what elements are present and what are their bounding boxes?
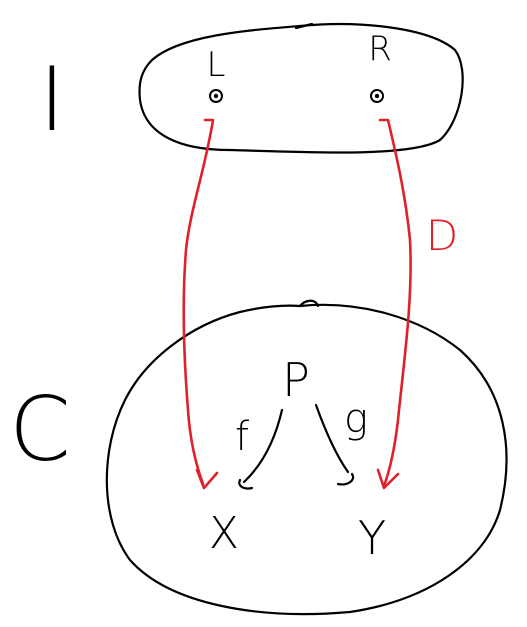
morphism-g-arrow (314, 403, 355, 486)
morphism-label-f: f (235, 414, 249, 460)
category-label-i: I (39, 48, 65, 151)
object-dot-l (209, 89, 223, 103)
object-label-x: X (209, 508, 239, 559)
object-dot-r (370, 89, 384, 103)
object-label-y: Y (358, 511, 386, 565)
arrowhead-y (376, 468, 400, 490)
arrowhead-x (195, 468, 219, 490)
index-category-blob (138, 22, 464, 154)
functor-label-d: D (426, 211, 458, 260)
morphism-f-arrow (238, 408, 284, 490)
object-label-r: R (368, 29, 392, 69)
morphism-label-g: g (344, 396, 368, 442)
object-label-p: P (282, 353, 310, 407)
arrow-l-to-x (182, 118, 215, 486)
arrow-r-to-y (378, 118, 412, 488)
category-label-c: C (9, 378, 70, 481)
target-blob-tick (298, 299, 320, 308)
index-blob-tick (294, 22, 314, 30)
object-label-l: L (207, 45, 226, 85)
target-category-blob (105, 303, 508, 616)
